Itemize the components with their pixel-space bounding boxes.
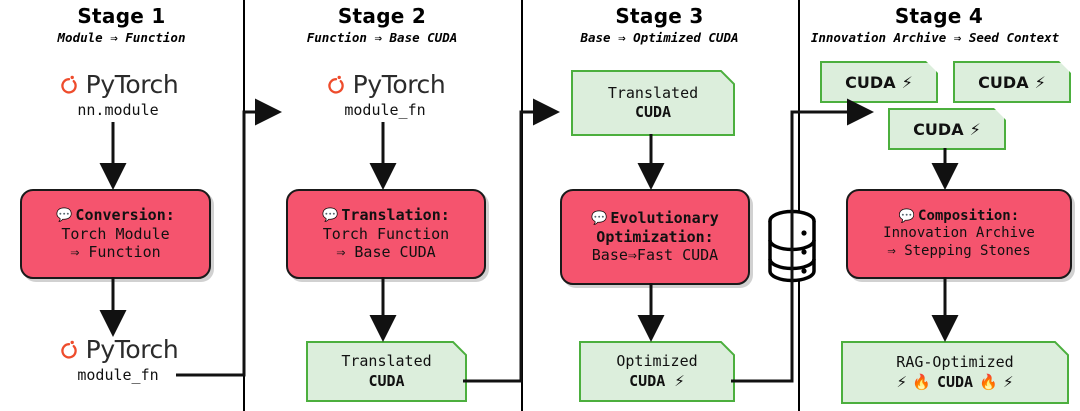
stage-1-title: Stage 1 xyxy=(77,4,166,28)
note-fold-line xyxy=(1053,341,1069,357)
stage-divider-1 xyxy=(243,0,245,411)
speech-bubble-icon: 💬 xyxy=(56,207,73,223)
stage-1-process-line1-row: 💬 Conversion: xyxy=(56,206,175,225)
stage-4-chip-3[interactable]: CUDA ⚡ xyxy=(888,108,1006,150)
stage-3-title: Stage 3 xyxy=(615,4,704,28)
speech-bubble-icon: 💬 xyxy=(898,208,916,224)
stage-2-process-line1: Translation: xyxy=(341,205,450,224)
stage-1-input-name: PyTorch xyxy=(85,70,179,99)
stage-3-output-note[interactable]: Optimized CUDA ⚡ xyxy=(579,341,735,402)
stage-3-output-line2-row: CUDA ⚡ xyxy=(629,372,685,392)
stage-2-output-line2: CUDA xyxy=(368,371,405,390)
stage-4-chip-3-label: CUDA xyxy=(913,119,964,139)
note-fold-line xyxy=(451,341,467,357)
stage-3-input-line2: CUDA xyxy=(634,103,672,121)
stage-3-process-line1-row: 💬 Evolutionary xyxy=(591,209,719,228)
stage-4-title: Stage 4 xyxy=(894,4,984,28)
lightning-icon: ⚡ xyxy=(969,119,981,139)
stage-2-output-note[interactable]: Translated CUDA xyxy=(306,341,467,402)
stage-4-output-label: CUDA xyxy=(936,372,974,391)
stage-2-input-sub: module_fn xyxy=(344,101,426,119)
note-fold-icon xyxy=(1059,61,1071,73)
stage-4-process-line1-row: 💬 Composition: xyxy=(899,208,1019,226)
lightning-icon: ⚡ xyxy=(1034,72,1046,92)
note-fold-line xyxy=(719,341,735,357)
lightning-fire-prefix-icon: ⚡ 🔥 xyxy=(896,372,931,391)
stage-4-chip-1-label: CUDA xyxy=(845,72,896,92)
pytorch-logo-icon xyxy=(327,75,344,94)
stage-3-input-note[interactable]: Translated CUDA xyxy=(571,70,735,136)
stage-3-process-line1: Evolutionary xyxy=(610,208,719,227)
stage-4-process-line1: Composition: xyxy=(918,207,1020,224)
stage-2-process-box[interactable]: 💬 Translation: Torch Function ⇒ Base CUD… xyxy=(286,189,486,279)
stage-4-process-line3: ⇒ Stepping Stones xyxy=(887,242,1031,259)
stage-1-input-sub: nn.module xyxy=(77,101,159,119)
note-fold-line xyxy=(719,70,735,86)
speech-bubble-icon: 💬 xyxy=(322,207,339,223)
pytorch-logo-icon xyxy=(60,340,77,359)
stage-divider-2 xyxy=(521,0,523,411)
stage-4-chip-2[interactable]: CUDA ⚡ xyxy=(953,61,1071,103)
stage-2-input-name: PyTorch xyxy=(352,70,446,99)
stage-3-input-line1: Translated xyxy=(607,83,699,102)
stage-4-subtitle: Innovation Archive ⇒ Seed Context xyxy=(810,30,1060,45)
pytorch-logo-icon xyxy=(60,75,77,94)
stage-2-process-line2: Torch Function xyxy=(322,224,450,243)
lightning-icon: ⚡ xyxy=(674,371,685,390)
stage-2-output-line1: Translated xyxy=(341,352,432,370)
stage-1-output-pytorch: PyTorch module_fn xyxy=(18,335,218,384)
stage-2-title: Stage 2 xyxy=(337,4,427,28)
stage-2-subtitle: Function ⇒ Base CUDA xyxy=(306,30,458,45)
stage-1-subtitle: Module ⇒ Function xyxy=(57,30,186,45)
stage-4-output-note[interactable]: RAG-Optimized ⚡ 🔥 CUDA 🔥 ⚡ xyxy=(841,341,1069,404)
speech-bubble-icon: 💬 xyxy=(591,210,608,226)
stage-2-input-pytorch: PyTorch module_fn xyxy=(285,70,485,119)
stage-4-output-line2-row: ⚡ 🔥 CUDA 🔥 ⚡ xyxy=(897,373,1014,393)
lightning-icon: ⚡ xyxy=(901,72,913,92)
stage-1-output-name: PyTorch xyxy=(85,335,179,364)
stage-1-process-line3: ⇒ Function xyxy=(70,243,161,262)
stage-4-chip-1[interactable]: CUDA ⚡ xyxy=(820,61,938,103)
stage-3-output-line1: Optimized xyxy=(616,352,698,370)
stage-3-process-line2: Optimization: xyxy=(596,227,714,246)
stage-3-subtitle: Base ⇒ Optimized CUDA xyxy=(580,30,739,45)
stage-3-output-line2: CUDA xyxy=(629,371,666,390)
stage-1-output-sub: module_fn xyxy=(77,366,159,384)
stage-2-process-line3: ⇒ Base CUDA xyxy=(336,243,436,262)
innovation-archive-database-icon[interactable] xyxy=(764,205,820,291)
stage-3-process-box[interactable]: 💬 Evolutionary Optimization: Base⇒Fast C… xyxy=(560,189,750,285)
stage-1-process-line1: Conversion: xyxy=(75,205,175,224)
stage-2-process-line1-row: 💬 Translation: xyxy=(322,206,450,225)
note-fold-icon xyxy=(926,61,938,73)
stage-1-process-box[interactable]: 💬 Conversion: Torch Module ⇒ Function xyxy=(20,189,211,279)
fire-lightning-suffix-icon: 🔥 ⚡ xyxy=(979,372,1014,391)
note-fold-icon xyxy=(994,108,1006,120)
stage-4-output-line1: RAG-Optimized xyxy=(896,353,1014,371)
stage-1-process-line2: Torch Module xyxy=(61,224,170,243)
stage-4-process-line2: Innovation Archive xyxy=(883,225,1035,242)
stage-1-input-pytorch: PyTorch nn.module xyxy=(18,70,218,119)
stage-3-process-line3: Base⇒Fast CUDA xyxy=(591,246,719,265)
stage-4-process-box[interactable]: 💬 Composition: Innovation Archive ⇒ Step… xyxy=(846,189,1072,279)
stage-4-chip-2-label: CUDA xyxy=(978,72,1029,92)
